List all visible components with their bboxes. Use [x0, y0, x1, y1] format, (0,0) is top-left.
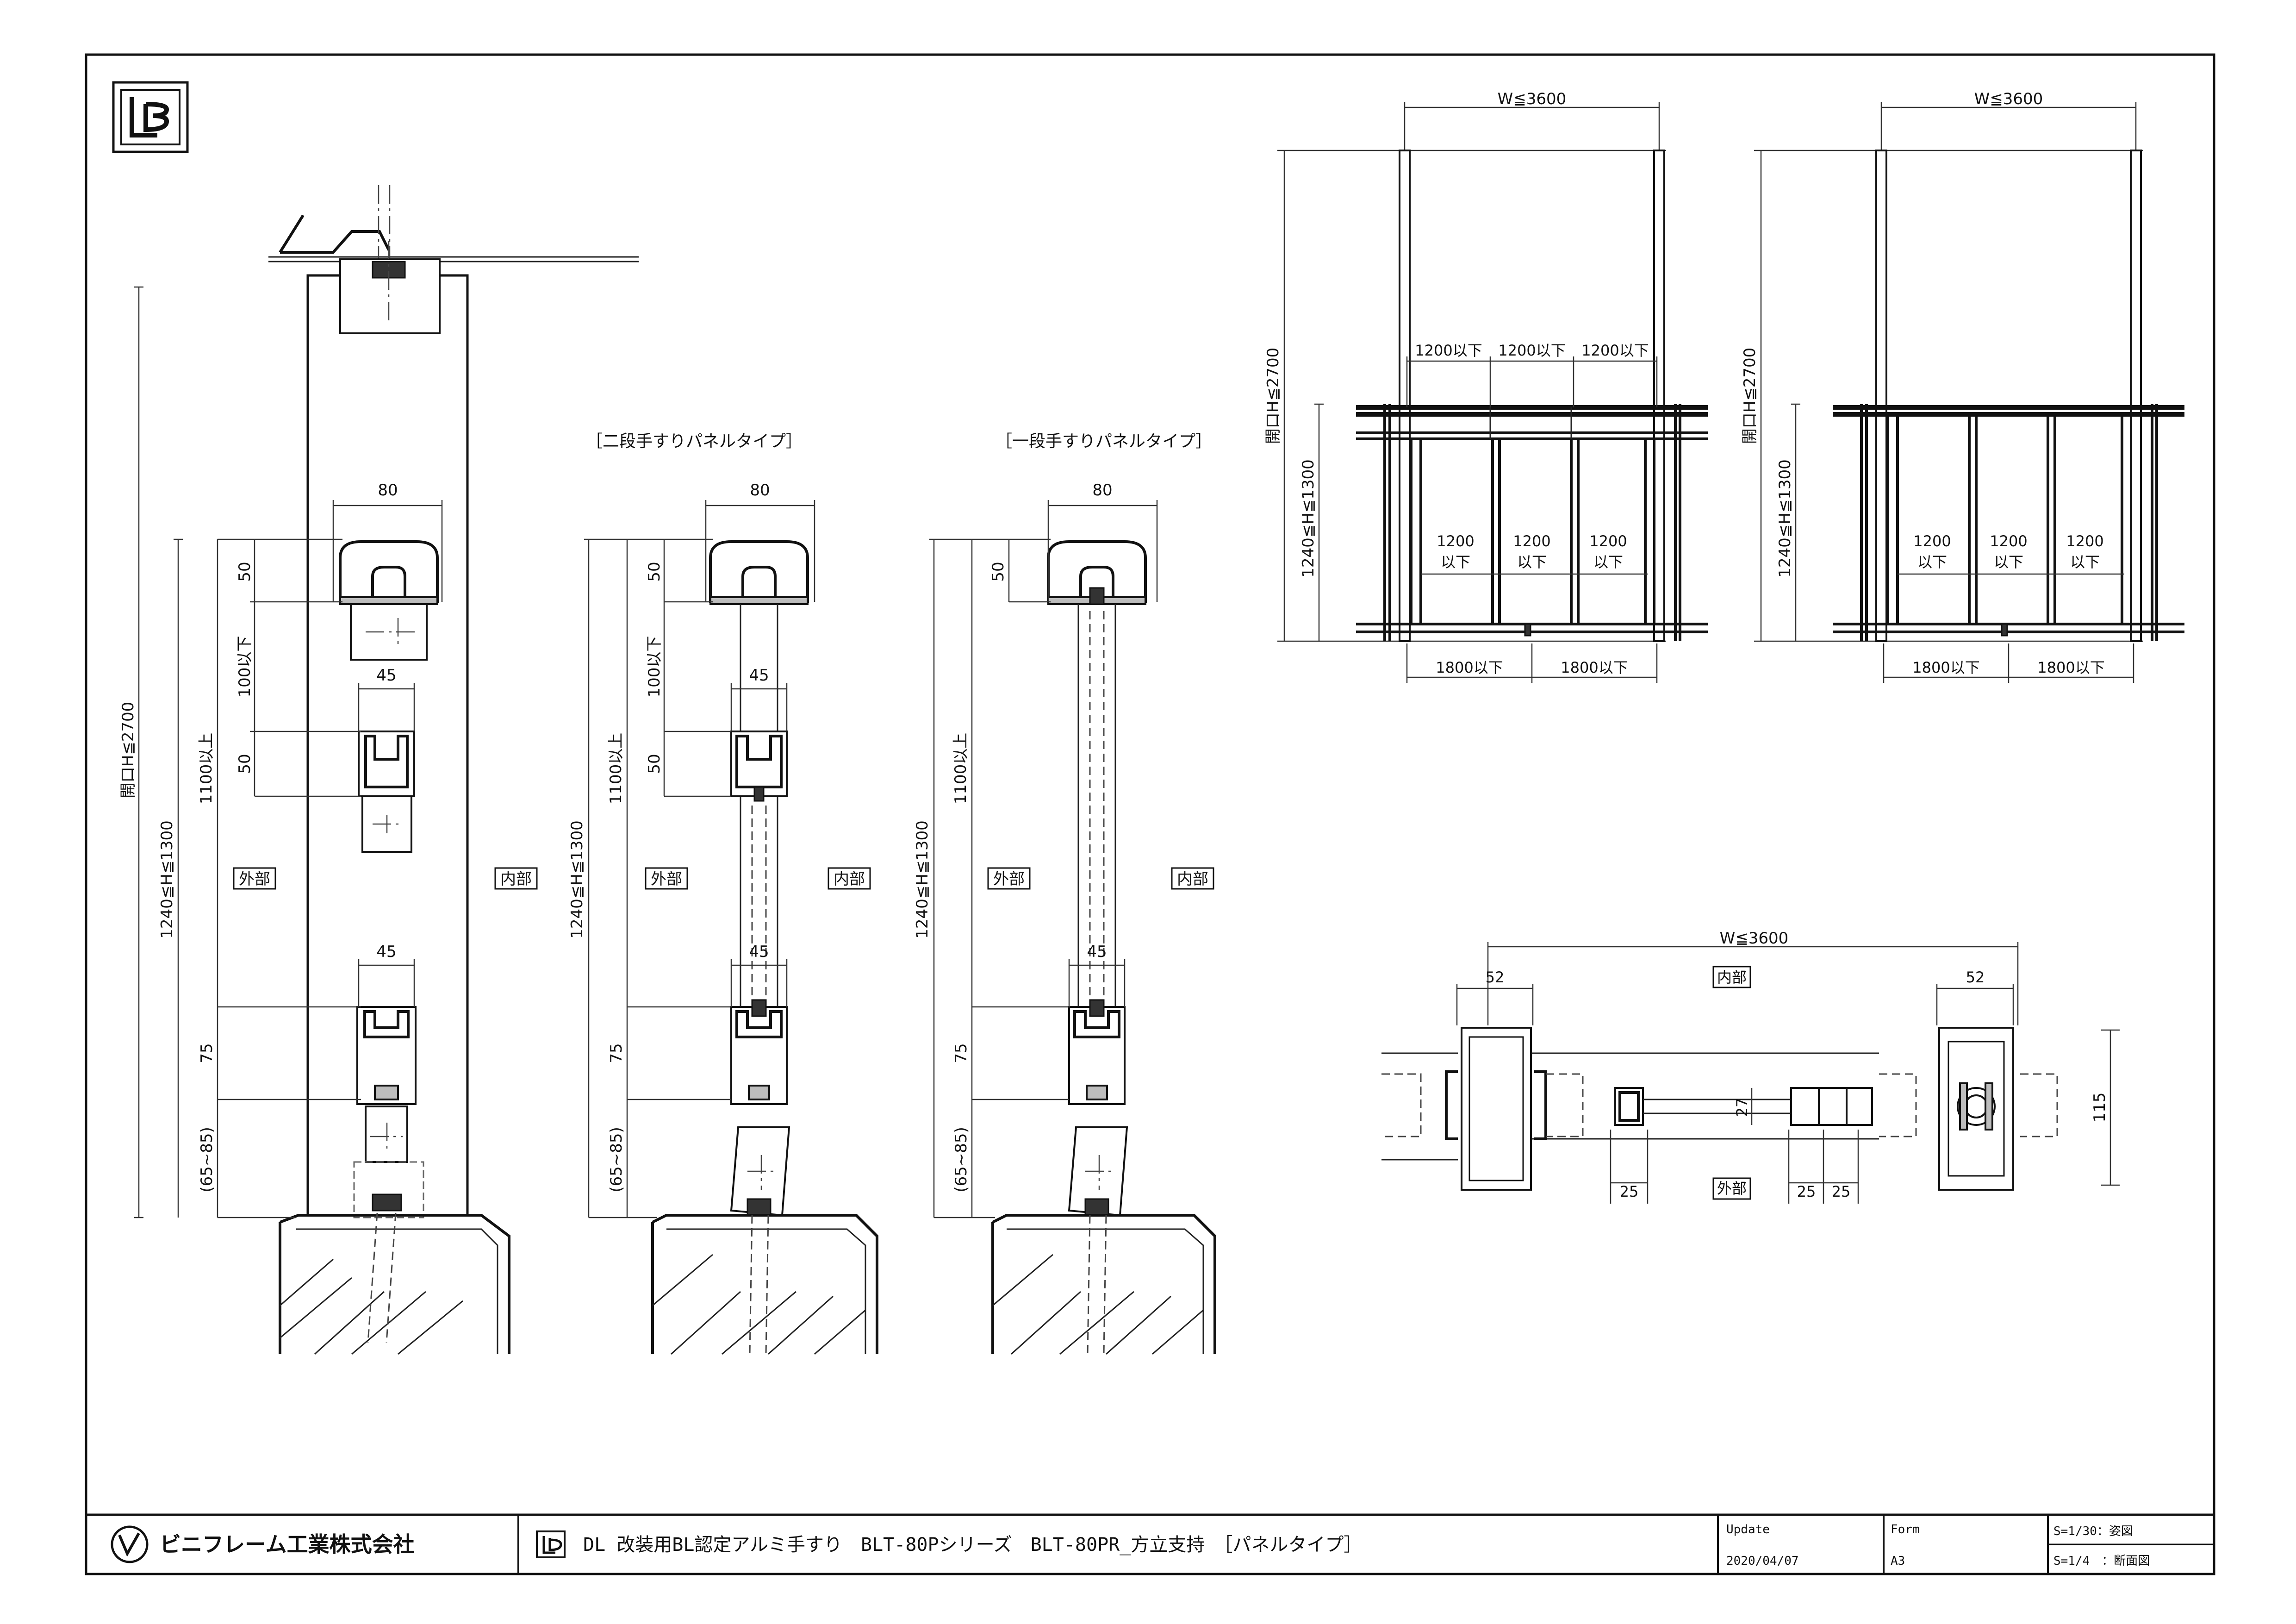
dim-1100: 1100以上 [197, 733, 216, 805]
dim-below: 以下 [1917, 553, 1947, 571]
dim-1240-1300: 1240≦H≦1300 [568, 820, 586, 939]
dim-100: 100以下 [645, 636, 664, 698]
plan-section: W≦3600 内部 外部 52 52 27 115 2 [1381, 929, 2120, 1204]
dim-1800: 1800以下 [1436, 659, 1503, 676]
lb-logo-icon [536, 1530, 566, 1558]
dim-25: 25 [1832, 1183, 1851, 1200]
section-title: ［一段手すりパネルタイプ］ [996, 432, 1212, 451]
dim-1100: 1100以上 [952, 733, 970, 805]
company-name: ビニフレーム工業株式会社 [160, 1532, 415, 1557]
vf-mark-icon [111, 1525, 149, 1563]
dim-base: (65~85) [607, 1127, 626, 1193]
scale-section: S=1/4 ：断面図 [2053, 1554, 2150, 1568]
dim-50: 50 [645, 562, 664, 581]
dim-1200: 1200 [1990, 532, 2027, 550]
dim-1800: 1800以下 [2037, 659, 2104, 676]
dim-width: W≦3600 [1974, 90, 2043, 108]
form-label: Form [1891, 1523, 1920, 1537]
dim-1100: 1100以上 [607, 733, 625, 805]
label-exterior: 外部 [239, 870, 270, 888]
dim-1200: 1200 [1437, 532, 1474, 550]
form-value: A3 [1891, 1554, 1905, 1568]
dim-1200: 1200 [1589, 532, 1627, 550]
dim-50: 50 [236, 754, 254, 774]
dim-opening: 開口H≦2700 [119, 702, 137, 799]
drawing-title: DL 改装用BL認定アルミ手すり BLT-80Pシリーズ BLT-80PR_方立… [583, 1534, 1362, 1555]
dim-100: 100以下 [236, 636, 254, 698]
dim-1200: 1200以下 [1498, 342, 1565, 359]
dim-below: 以下 [1994, 553, 2023, 571]
dim-27: 27 [1733, 1098, 1751, 1117]
lb-logo-icon [112, 81, 189, 153]
dim-1200: 1200以下 [1581, 342, 1649, 359]
label-exterior: 外部 [993, 870, 1025, 888]
dim-width: W≦3600 [1720, 929, 1789, 948]
dim-below: 以下 [1593, 553, 1623, 571]
title-block: ビニフレーム工業株式会社 DL 改装用BL認定アルミ手すり BLT-80Pシリー… [86, 1513, 2214, 1574]
dim-1800: 1800以下 [1912, 659, 1979, 676]
dim-75: 75 [198, 1043, 216, 1063]
dim-80: 80 [750, 481, 770, 500]
update-value: 2020/04/07 [1726, 1554, 1799, 1568]
dim-45: 45 [749, 943, 769, 961]
dim-1240-1300: 1240≦H≦1300 [1776, 459, 1794, 578]
update-label: Update [1726, 1523, 1770, 1537]
dim-base: (65~85) [198, 1127, 216, 1193]
scale-elevation: S=1/30：姿図 [2053, 1524, 2133, 1538]
section-title: ［二段手すりパネルタイプ］ [586, 432, 803, 451]
dim-below: 以下 [1441, 553, 1470, 571]
dim-45: 45 [1087, 943, 1107, 961]
dim-below: 以下 [1517, 553, 1547, 571]
label-interior: 内部 [834, 870, 865, 888]
dim-45: 45 [749, 666, 769, 685]
dim-50: 50 [989, 562, 1008, 581]
section-one-rail: ［一段手すりパネルタイプ］ 80 45 1240≦H≦1300 1100以上 5… [913, 432, 1216, 1355]
dim-75: 75 [952, 1043, 971, 1063]
label-interior: 内部 [500, 870, 532, 888]
label-exterior: 外部 [651, 870, 682, 888]
dim-45: 45 [376, 943, 396, 961]
dim-base: (65~85) [952, 1127, 971, 1193]
dim-opening: 開口H≦2700 [1264, 348, 1282, 444]
dim-80: 80 [1092, 481, 1112, 500]
dim-115: 115 [2091, 1093, 2109, 1123]
label-interior: 内部 [1717, 968, 1747, 986]
dim-below: 以下 [2070, 553, 2100, 571]
dim-25: 25 [1797, 1183, 1816, 1200]
dim-50: 50 [645, 754, 664, 774]
dim-80: 80 [378, 481, 398, 500]
dim-1200: 1200 [1913, 532, 1951, 550]
dim-1200: 1200 [1513, 532, 1550, 550]
dim-1800: 1800以下 [1561, 659, 1628, 676]
dim-1240-1300: 1240≦H≦1300 [913, 820, 932, 939]
dim-75: 75 [607, 1043, 626, 1063]
elevation-b: W≦3600 開口H≦2700 1240≦H≦1300 1200 以下 1200… [1741, 90, 2184, 683]
dim-opening: 開口H≦2700 [1741, 348, 1759, 444]
dim-1240-1300: 1240≦H≦1300 [158, 820, 176, 939]
label-interior: 内部 [1177, 870, 1208, 888]
label-exterior: 外部 [1717, 1180, 1747, 1197]
dim-52: 52 [1966, 968, 1985, 986]
elevation-a: W≦3600 開口H≦2700 1240≦H≦1300 1200以下 1200以… [1264, 90, 1708, 683]
dim-width: W≦3600 [1498, 90, 1567, 108]
section-two-rail: ［二段手すりパネルタイプ］ 80 45 45 1240≦H≦1300 1100以… [568, 432, 878, 1355]
dim-52: 52 [1486, 968, 1505, 986]
dim-1200: 1200 [2066, 532, 2103, 550]
dim-25: 25 [1620, 1183, 1639, 1200]
section-left: 80 45 45 開口H≦2700 1240≦H≦1300 1100以上 50 … [119, 185, 639, 1355]
dim-50: 50 [236, 562, 254, 581]
dim-1240-1300: 1240≦H≦1300 [1299, 459, 1318, 578]
drawing-frame [85, 53, 2215, 1575]
dim-1200: 1200以下 [1415, 342, 1482, 359]
dim-45: 45 [376, 666, 396, 685]
